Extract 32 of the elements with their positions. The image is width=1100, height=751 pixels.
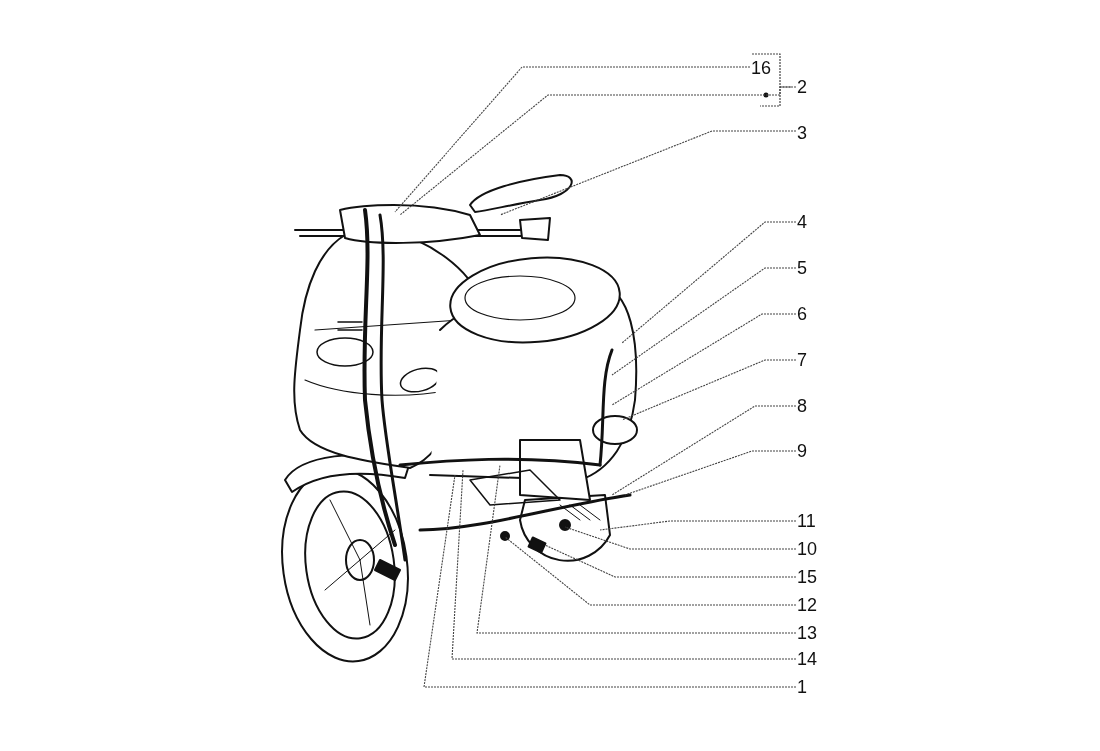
callout-number: 6 xyxy=(796,304,808,324)
leader-line xyxy=(611,313,797,406)
leader-line xyxy=(499,130,797,216)
leader-line xyxy=(611,267,797,376)
leader-line xyxy=(564,526,797,550)
leader-line xyxy=(476,464,797,634)
callout-number: 12 xyxy=(796,595,819,615)
callout-number: 11 xyxy=(796,511,817,531)
callout-number: 13 xyxy=(796,623,819,643)
callout-number: 8 xyxy=(796,396,808,416)
callout-number: 5 xyxy=(796,258,808,278)
callout-number: 14 xyxy=(796,649,819,669)
callout-number: 7 xyxy=(796,350,808,370)
callout-number: 3 xyxy=(796,123,808,143)
leader-line xyxy=(544,544,797,578)
leader-line xyxy=(624,450,797,496)
leader-line xyxy=(599,520,797,531)
leader-line xyxy=(451,469,797,660)
leader-line xyxy=(394,66,751,213)
callout-number: 10 xyxy=(796,539,819,559)
leader-line xyxy=(504,536,797,606)
leader-line xyxy=(399,86,797,216)
callout-number: 16 xyxy=(750,58,773,78)
leader-line xyxy=(611,405,797,496)
callout-number: 15 xyxy=(796,567,819,587)
callout-number: 9 xyxy=(796,441,808,461)
leader-line xyxy=(621,221,797,344)
callout-number: 2 xyxy=(796,77,808,97)
callout-number: 1 xyxy=(796,677,808,697)
leader-line xyxy=(621,359,797,421)
leader-line xyxy=(423,474,797,688)
callout-number: 4 xyxy=(796,212,808,232)
